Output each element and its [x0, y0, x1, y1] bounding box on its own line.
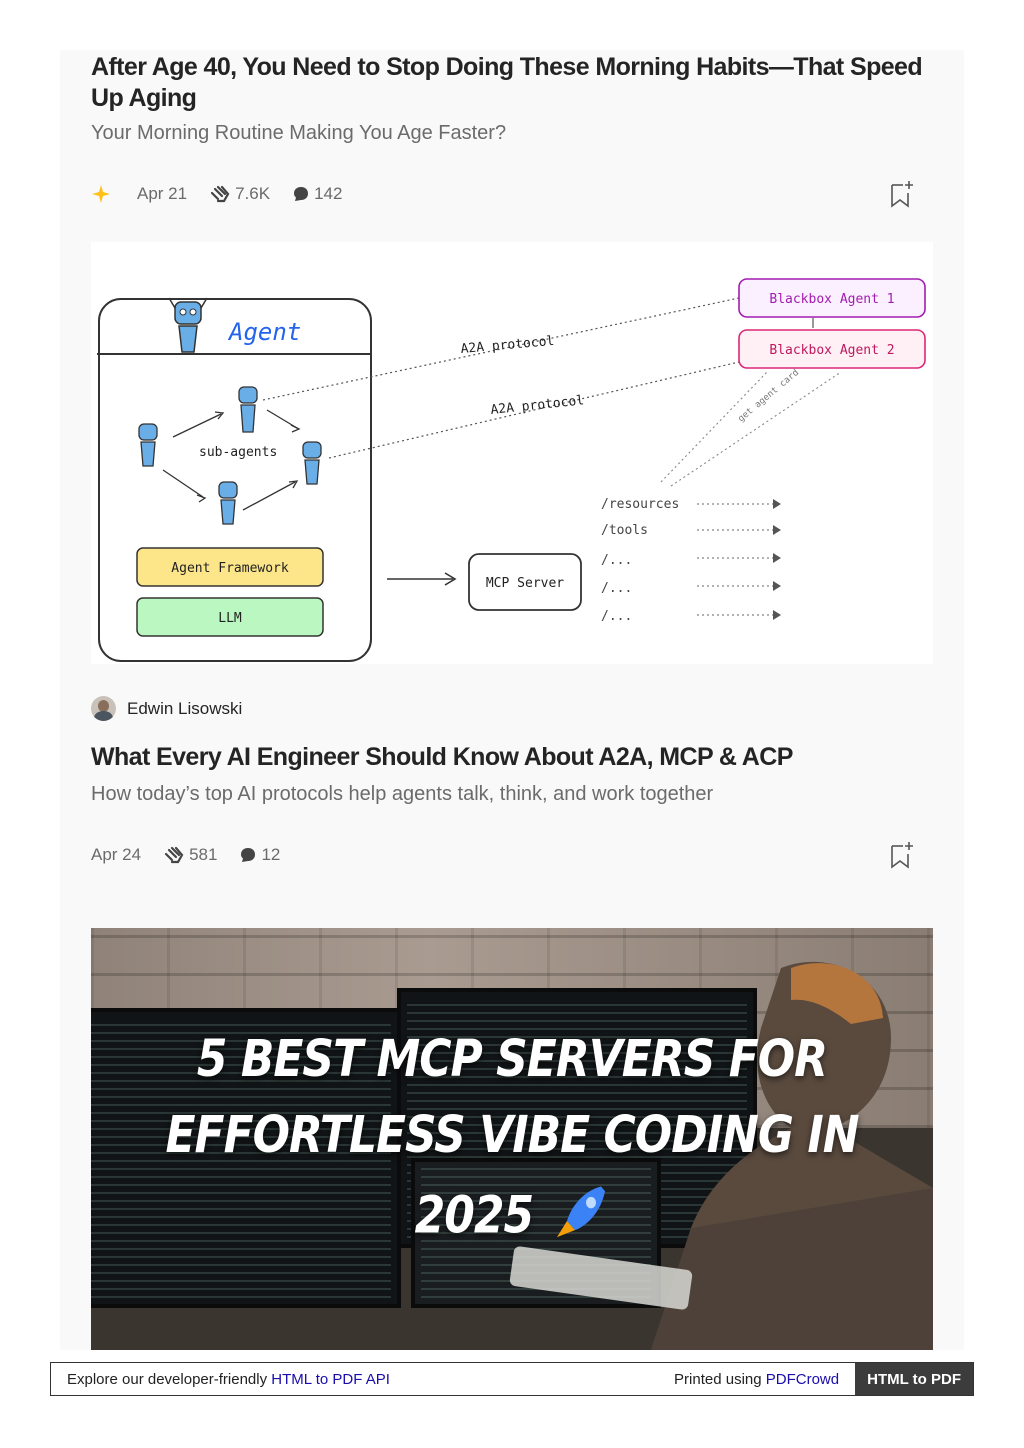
- subagents-label: sub-agents: [199, 445, 277, 460]
- route-tools: /tools: [601, 523, 648, 538]
- claps-count[interactable]: 581: [163, 845, 217, 865]
- pdfcrowd-footer: Explore our developer-friendly HTML to P…: [50, 1362, 974, 1396]
- claps-value: 7.6K: [235, 184, 271, 203]
- person-illustration: [509, 961, 933, 1350]
- article-subtitle: How today’s top AI protocols help agents…: [91, 783, 714, 805]
- rocket-icon: [557, 1186, 606, 1238]
- footer-left: Explore our developer-friendly HTML to P…: [51, 1371, 674, 1388]
- article-meta: Apr 24 581 12: [91, 840, 933, 870]
- member-star-icon: [91, 184, 115, 204]
- framework-label: Agent Framework: [171, 561, 289, 576]
- route-resources: /resources: [601, 497, 679, 512]
- article-hero-diagram[interactable]: Agent sub-agents Agent Framewor: [91, 242, 933, 664]
- article-2[interactable]: What Every AI Engineer Should Know About…: [91, 742, 933, 869]
- article-1[interactable]: After Age 40, You Need to Stop Doing The…: [91, 50, 933, 721]
- bookmark-add-icon[interactable]: [889, 179, 915, 209]
- avatar[interactable]: [91, 696, 116, 721]
- a2a-protocol-label-2: A2A protocol: [490, 393, 585, 418]
- comments-count[interactable]: 142: [292, 184, 342, 204]
- photo-headline-line-1: 5 BEST MCP SERVERS FOR: [196, 1030, 828, 1089]
- route-other-2: /...: [601, 581, 632, 596]
- article-meta: Apr 21 7.6K 142: [91, 179, 933, 209]
- footer-printed-text: Printed using: [674, 1370, 766, 1388]
- comments-value: 142: [314, 184, 343, 203]
- author-name[interactable]: Edwin Lisowski: [127, 698, 243, 718]
- article-title[interactable]: What Every AI Engineer Should Know About…: [91, 743, 793, 771]
- route-other-1: /...: [601, 553, 632, 568]
- clap-icon: [210, 185, 230, 203]
- photo-headline-line-2: EFFORTLESS VIBE CODING IN: [165, 1106, 859, 1165]
- footer-printed: Printed using PDFCrowd: [674, 1371, 855, 1388]
- feed-card: After Age 40, You Need to Stop Doing The…: [60, 50, 964, 1350]
- publish-date: Apr 24: [91, 845, 142, 864]
- photo-headline-year: 2025: [414, 1186, 534, 1246]
- author-row[interactable]: Edwin Lisowski: [91, 696, 242, 721]
- comment-icon: [294, 187, 309, 201]
- pdfcrowd-link[interactable]: PDFCrowd: [765, 1370, 840, 1388]
- claps-value: 581: [189, 845, 218, 864]
- article-subtitle: Your Morning Routine Making You Age Fast…: [91, 122, 507, 144]
- comments-count[interactable]: 12: [239, 845, 280, 865]
- route-other-3: /...: [601, 609, 632, 624]
- robot-icon: [168, 297, 208, 353]
- html-to-pdf-api-link[interactable]: HTML to PDF API: [271, 1370, 390, 1388]
- agent-card-label: get agent card: [737, 368, 802, 424]
- a2a-protocol-label-1: A2A protocol: [460, 334, 555, 357]
- footer-prefix: Explore our developer-friendly: [67, 1370, 272, 1388]
- comments-value: 12: [261, 845, 281, 864]
- html-to-pdf-button[interactable]: HTML to PDF: [855, 1363, 973, 1395]
- subagent-arrows: [162, 409, 301, 511]
- photo-headline-line-3: 2025: [91, 1182, 933, 1245]
- route-arrows: [697, 503, 775, 616]
- llm-label: LLM: [218, 611, 242, 626]
- publish-date: Apr 21: [137, 184, 188, 203]
- blackbox-agent-1-label: Blackbox Agent 1: [769, 292, 894, 307]
- subagent-robots: [138, 386, 322, 525]
- blackbox-agent-2-label: Blackbox Agent 2: [769, 343, 894, 358]
- agent-diagram: Agent sub-agents Agent Framewor: [97, 278, 926, 662]
- bookmark-add-icon[interactable]: [889, 840, 915, 870]
- claps-count[interactable]: 7.6K: [209, 184, 270, 204]
- clap-icon: [164, 846, 184, 864]
- article-hero-photo[interactable]: 5 BEST MCP SERVERS FOR EFFORTLESS VIBE C…: [91, 928, 933, 1350]
- mcp-routes: /resources /tools /... /... /...: [601, 497, 679, 624]
- agent-label: Agent: [227, 318, 301, 346]
- article-title[interactable]: After Age 40, You Need to Stop Doing The…: [91, 53, 923, 112]
- comment-icon: [241, 848, 256, 862]
- mcp-server-label: MCP Server: [486, 576, 564, 591]
